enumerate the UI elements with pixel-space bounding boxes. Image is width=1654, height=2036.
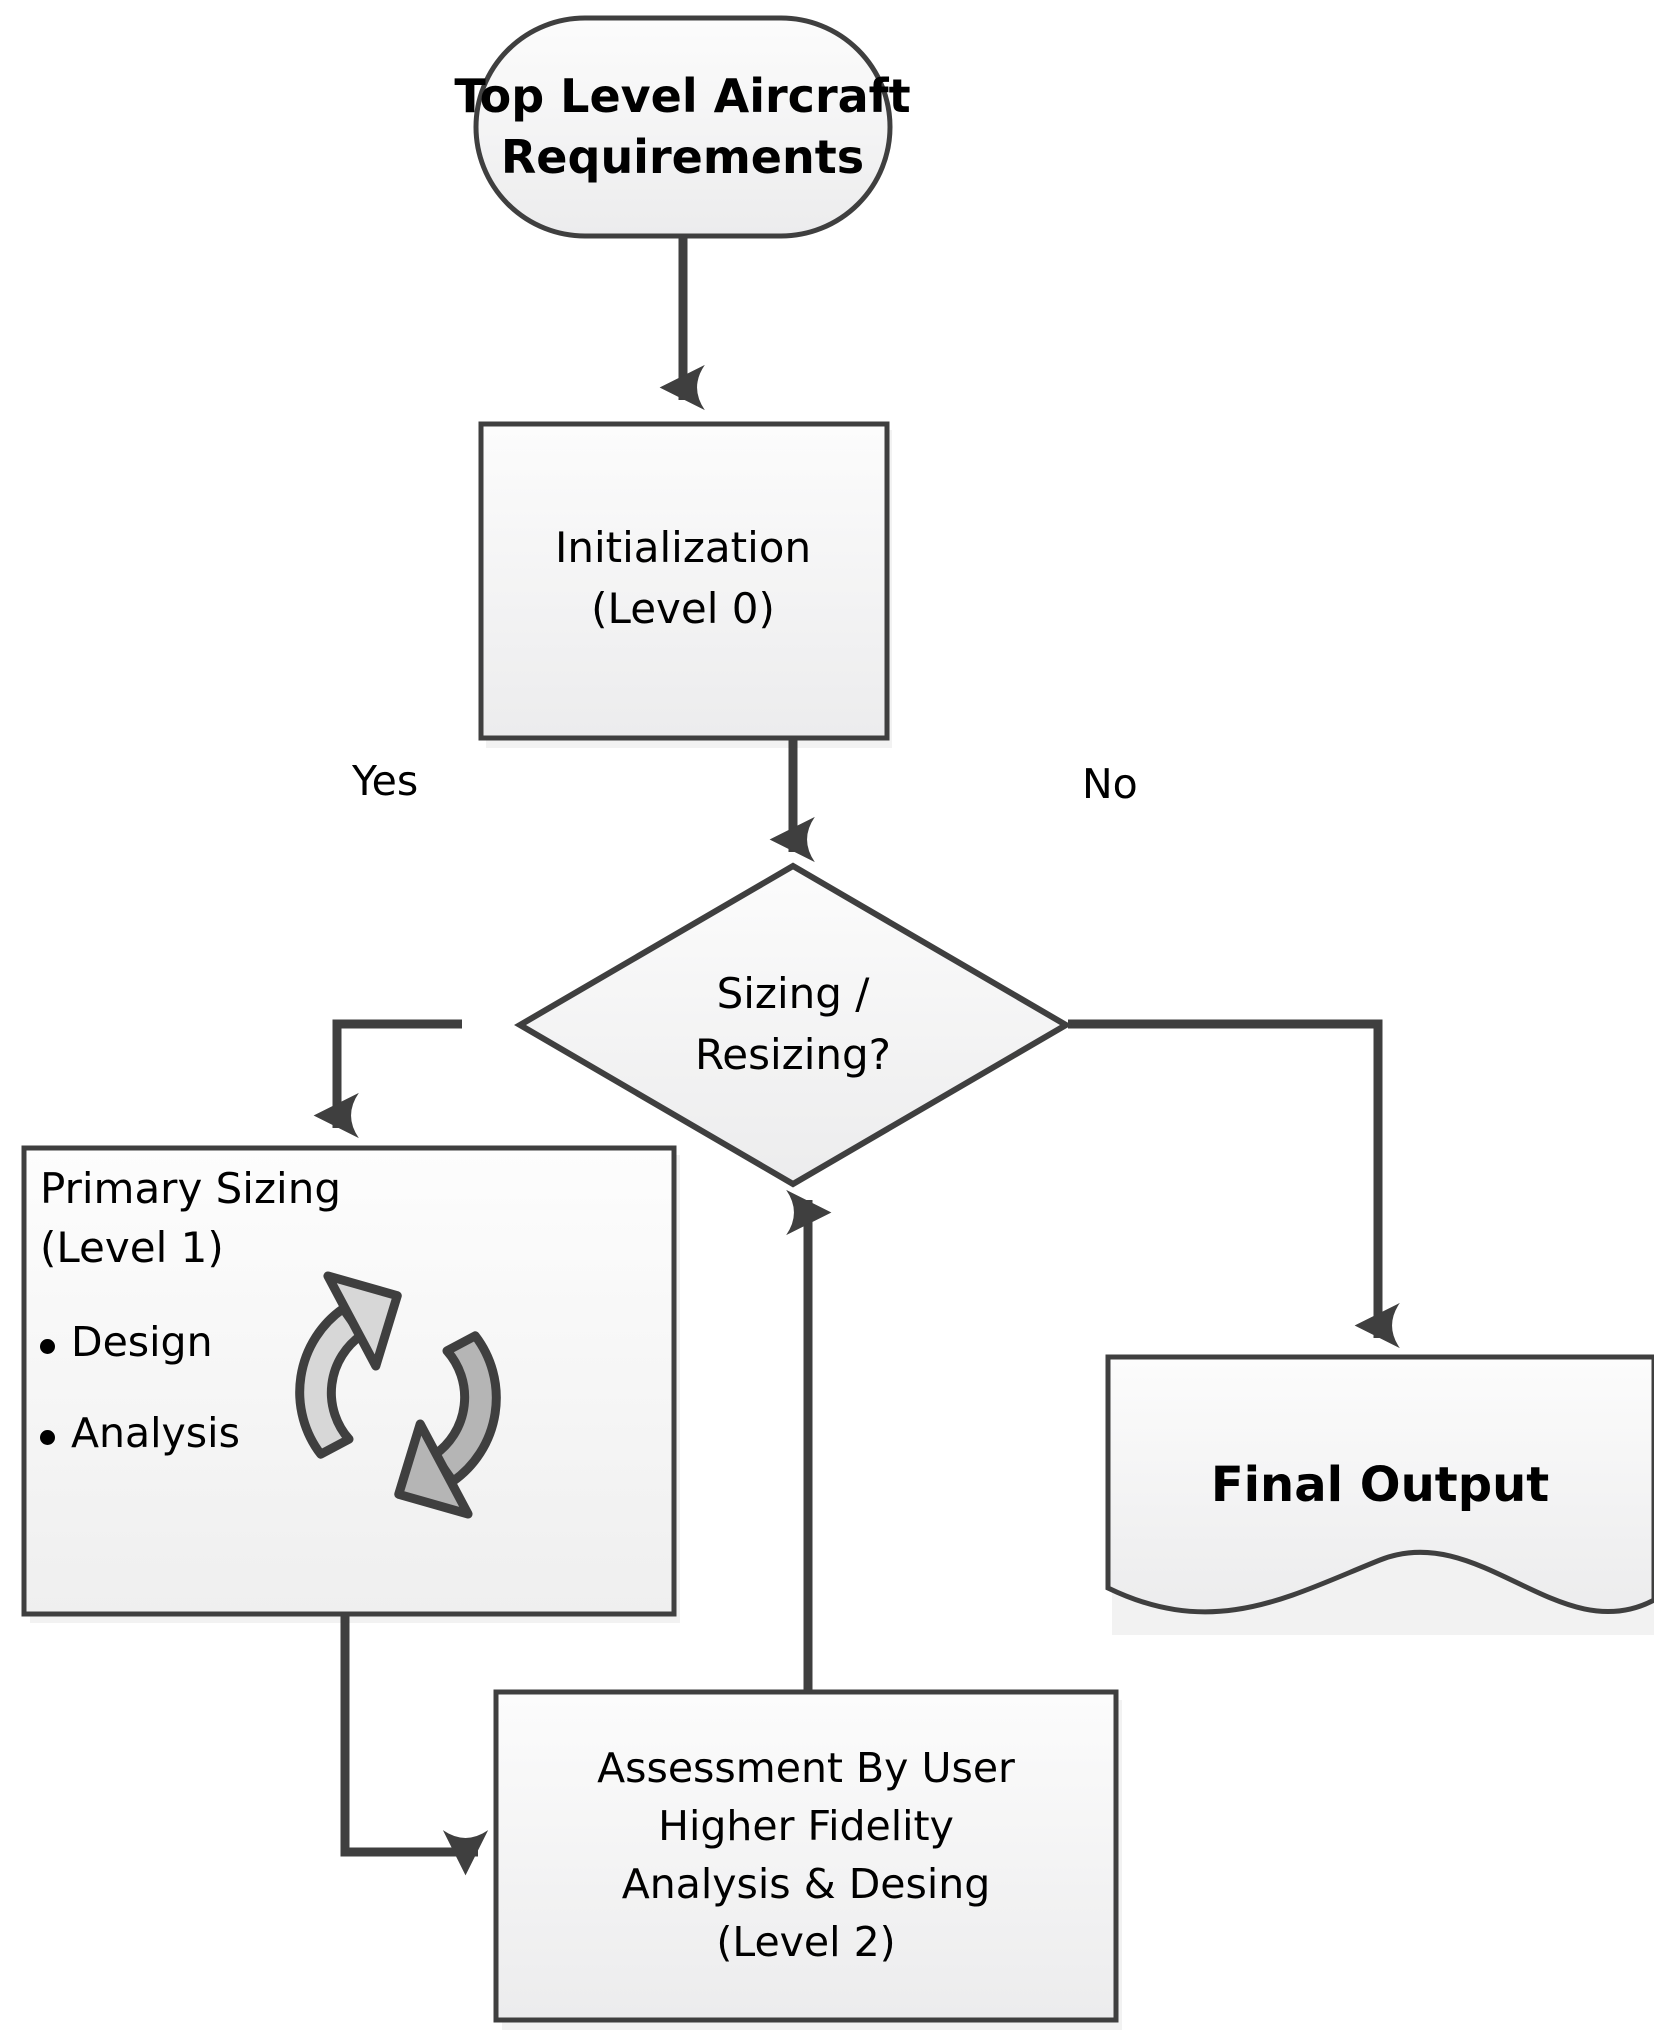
node-decision [514,862,1072,1188]
edge-decision-no-to-final-output [1068,1019,1400,1349]
cycle-arrows-icon [295,1271,501,1519]
edge-primary-sizing-to-assessment [340,1614,489,1876]
node-primary-sizing [21,1145,677,1617]
node-assessment [493,1689,1119,2023]
edge-decision-yes-to-primary-sizing [313,1019,462,1139]
node-final-output [1105,1354,1654,1615]
node-initialization [478,421,890,741]
node-top-requirements [473,15,893,239]
